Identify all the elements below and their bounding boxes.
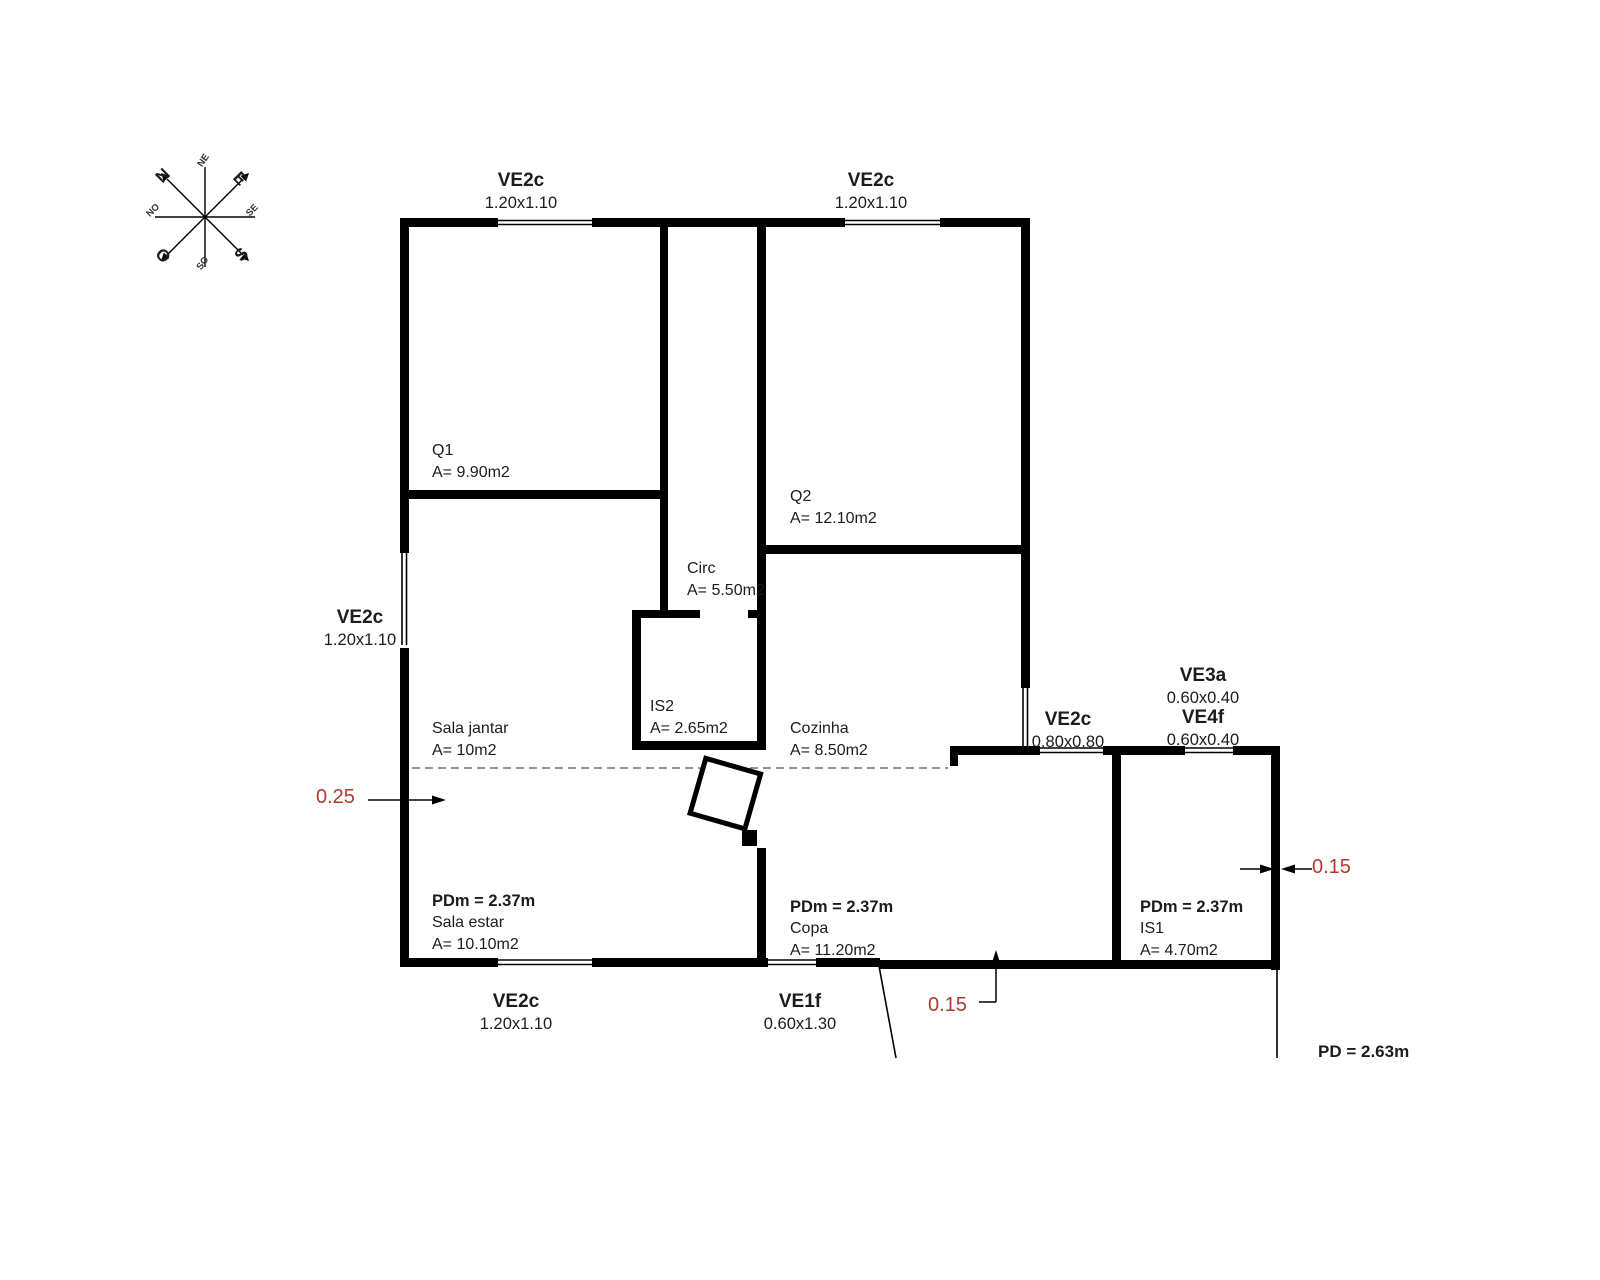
window-size: 0.60x0.40 [1166,731,1240,749]
room-area: A= 10.10m2 [432,936,519,953]
window-size: 1.20x1.10 [323,631,397,649]
room-area: A= 9.90m2 [432,464,510,481]
room-area: A= 4.70m2 [1140,942,1218,959]
door-symbol [686,755,764,846]
dimension-bottom-wall: 0.15 [928,994,967,1016]
room-ceiling-height: PDm = 2.37m [790,898,894,916]
window-name: VE2c [847,170,895,191]
room-label-sala-jantar: Sala jantar A= 10m2 [432,718,509,762]
room-label-q1: Q1 A= 9.90m2 [432,440,510,484]
window-name: VE2c [497,170,545,191]
window-size: 1.20x1.10 [479,1015,553,1033]
window-size: 0.60x1.30 [763,1015,837,1033]
window-label-ve2c-east: VE2c 0.80x0.80 [1032,708,1104,753]
room-area: A= 12.10m2 [790,510,877,527]
room-name: Sala estar [432,914,505,931]
room-name: Circ [687,560,716,577]
room-area: A= 8.50m2 [790,742,868,759]
room-label-q2: Q2 A= 12.10m2 [790,486,877,530]
room-name: Sala jantar [432,720,509,737]
room-name: IS1 [1140,920,1165,937]
dimension-left-wall: 0.25 [316,786,355,808]
window-size: 1.20x1.10 [484,194,558,212]
window-name: VE4f [1181,707,1225,728]
room-label-is2: IS2 A= 2.65m2 [650,696,728,740]
entry-step-line [878,965,897,1059]
window-label-ve2c-left: VE2c 1.20x1.10 [324,606,396,651]
window-name: VE3a [1179,665,1227,686]
room-label-cozinha: Cozinha A= 8.50m2 [790,718,868,762]
room-ceiling-height: PDm = 2.37m [432,892,536,910]
room-area: A= 5.50m2 [687,582,765,599]
walls [400,218,1280,970]
window-size: 0.80x0.80 [1031,733,1105,751]
room-area: A= 10m2 [432,742,497,759]
compass-rose [155,167,255,267]
window-size: 1.20x1.10 [834,194,908,212]
ceiling-height-note: PD = 2.63m [1318,1042,1410,1061]
window-name: VE2c [492,991,540,1012]
room-name: Cozinha [790,720,849,737]
room-label-sala-estar: PDm = 2.37m Sala estar A= 10.10m2 [432,890,535,956]
room-name: Copa [790,920,829,937]
window-name: VE2c [336,607,384,628]
room-label-copa: PDm = 2.37m Copa A= 11.20m2 [790,896,893,962]
window-label-ve2c-bottom: VE2c 1.20x1.10 [480,990,552,1035]
window-name: VE1f [778,991,822,1012]
window-size: 0.60x0.40 [1166,689,1240,707]
window-label-ve2c-top-right: VE2c 1.20x1.10 [835,169,907,214]
room-area: A= 2.65m2 [650,720,728,737]
room-label-is1: PDm = 2.37m IS1 A= 4.70m2 [1140,896,1243,962]
window-glazing-lines [401,219,1233,966]
room-area: A= 11.20m2 [790,942,876,959]
window-label-ve4f: VE4f 0.60x0.40 [1167,706,1239,751]
dimension-right-wall: 0.15 [1312,856,1351,878]
window-label-ve1f: VE1f 0.60x1.30 [764,990,836,1035]
room-label-circ: Circ A= 5.50m2 [687,558,765,602]
window-label-ve2c-top-left: VE2c 1.20x1.10 [485,169,557,214]
room-name: Q2 [790,488,812,505]
window-label-ve3a: VE3a 0.60x0.40 [1167,664,1239,709]
window-name: VE2c [1044,709,1092,730]
room-name: IS2 [650,698,675,715]
dimension-arrows [368,795,1312,1003]
room-name: Q1 [432,442,454,459]
room-ceiling-height: PDm = 2.37m [1140,898,1244,916]
